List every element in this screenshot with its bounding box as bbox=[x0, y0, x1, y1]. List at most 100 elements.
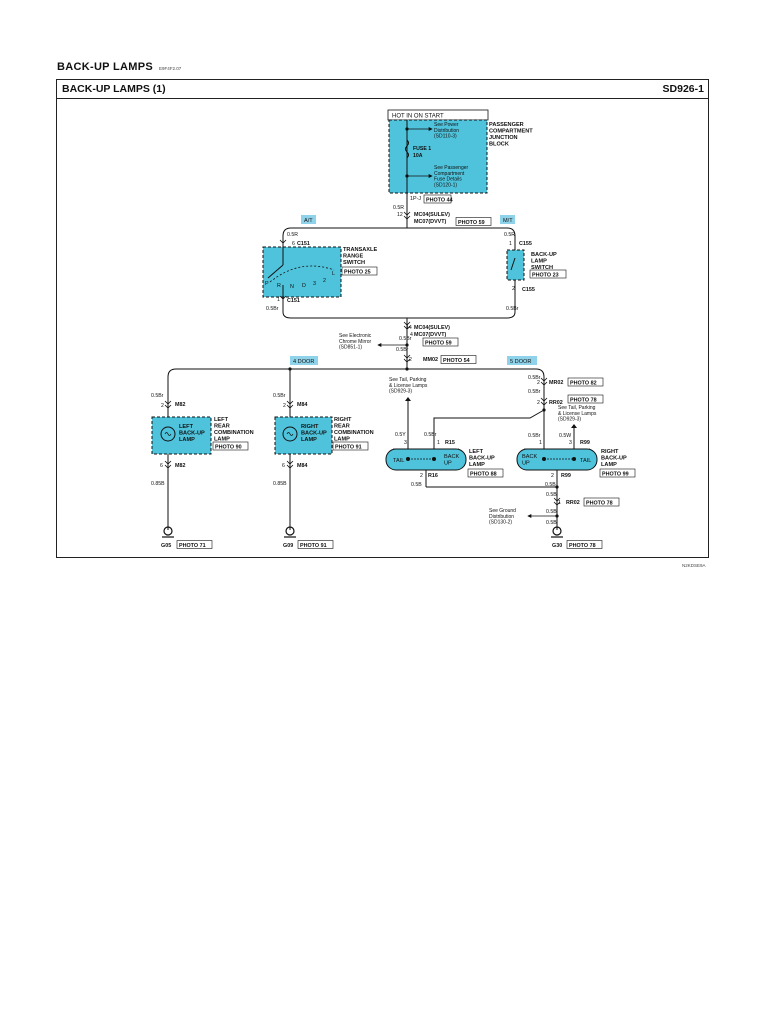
backup-switch-wire-bottom: 0.5Br bbox=[506, 306, 519, 312]
transaxle-wire-bottom: 0.5Br bbox=[266, 306, 279, 312]
fuse-rating: 10A bbox=[413, 153, 423, 159]
svg-text:2: 2 bbox=[323, 278, 326, 284]
svg-text:D: D bbox=[302, 283, 306, 289]
diagram-title: BACK-UP LAMPS (1) bbox=[62, 83, 166, 95]
wire-0-5r-main: 0.5R bbox=[393, 205, 404, 211]
left-lamp-pin-bottom: 2 bbox=[420, 473, 423, 479]
left-lamp-wire-b: 0.5Br bbox=[424, 432, 437, 438]
rr02-wire: 0.5Br bbox=[528, 389, 541, 395]
transaxle-positions: P R N D 3 2 L bbox=[265, 271, 335, 290]
pin-14: 14 bbox=[406, 325, 412, 331]
ground-g05: G05 bbox=[161, 543, 171, 549]
fuse-label: FUSE 1 bbox=[413, 146, 431, 152]
ground-g09-icon bbox=[284, 526, 296, 538]
lower-wire-1: 0.5Br bbox=[399, 336, 412, 342]
photo-mr02: PHOTO 82 bbox=[570, 381, 597, 387]
backup-switch-pin-bottom: 2 bbox=[512, 286, 515, 292]
right-lamp-wire-bottom: 0.5B bbox=[545, 482, 556, 488]
left-lamp-conn-top: R15 bbox=[445, 440, 455, 446]
rr02b-wire: 0.5B bbox=[546, 492, 557, 498]
left-lamp-pin-b: 1 bbox=[437, 440, 440, 446]
photo-rr02b: PHOTO 78 bbox=[586, 501, 613, 507]
photo-right-rear: PHOTO 91 bbox=[335, 445, 362, 451]
tag-mt-box bbox=[500, 215, 515, 224]
footer-code: N2KDSE9A bbox=[682, 563, 706, 568]
mc04-label: MC04(SULEV) bbox=[414, 212, 450, 218]
left-rear-wire-top: 0.5Br bbox=[151, 393, 164, 399]
right-lamp-tail: TAIL bbox=[580, 458, 591, 464]
backup-switch-connector-bottom: C155 bbox=[522, 287, 535, 293]
lower-wire-2: 0.5Br bbox=[396, 347, 409, 353]
ground-g30: G30 bbox=[552, 543, 562, 549]
right-lamp-conn-bottom: R99 bbox=[561, 473, 571, 479]
svg-text:See Tail, Parking& License Lam: See Tail, Parking& License Lamps(SD929-3… bbox=[558, 405, 597, 423]
photo-backup-switch: PHOTO 23 bbox=[532, 273, 559, 279]
backup-switch-wire-top: 0.5R bbox=[504, 232, 515, 238]
right-lamp-conn-top: R99 bbox=[580, 440, 590, 446]
photo-mc-lower: PHOTO 59 bbox=[425, 341, 452, 347]
hot-label: HOT IN ON START bbox=[392, 114, 444, 120]
tag-5door-box bbox=[507, 356, 537, 365]
left-rear-wire-bottom: 0.85B bbox=[151, 481, 165, 487]
transaxle-contact bbox=[267, 264, 284, 279]
photo-right-backup: PHOTO 99 bbox=[602, 472, 629, 478]
photo-g09: PHOTO 91 bbox=[300, 543, 327, 549]
photo-g05: PHOTO 71 bbox=[179, 543, 206, 549]
junction-connector: 1P-J bbox=[410, 196, 421, 202]
right-lamp-wire-b: 0.5W bbox=[559, 433, 571, 439]
right-lamp-bulb-icon bbox=[282, 426, 298, 442]
split-wire bbox=[282, 227, 516, 250]
photo-rr02: PHOTO 78 bbox=[570, 398, 597, 404]
right-rear-conn-top: M84 bbox=[297, 402, 308, 408]
photo-jb: PHOTO 44 bbox=[426, 198, 453, 204]
svg-text:P: P bbox=[265, 281, 269, 287]
see-tail-right: See Tail, Parking& License Lamps(SD929-3… bbox=[558, 405, 597, 423]
rr02-label: RR02 bbox=[549, 400, 563, 406]
photo-g30: PHOTO 78 bbox=[569, 543, 596, 549]
section-title: BACK-UP LAMPS bbox=[57, 61, 153, 73]
left-lamp-conn-bottom: R16 bbox=[428, 473, 438, 479]
ground-wire-2: 0.5B bbox=[546, 520, 557, 526]
svg-text:3: 3 bbox=[313, 281, 316, 287]
tag-4door: 4 DOOR bbox=[293, 359, 314, 365]
right-lamp-pin-bottom: 2 bbox=[551, 473, 554, 479]
right-rear-pin-top: 2 bbox=[283, 403, 286, 409]
rr02-pin: 2 bbox=[537, 400, 540, 406]
mm02-label: MM02 bbox=[423, 357, 438, 363]
backup-switch-connector-top: C155 bbox=[519, 241, 532, 247]
feed-left-lamp bbox=[433, 409, 545, 460]
mr02-wire: 0.5Br bbox=[528, 375, 541, 381]
backup-switch-box bbox=[506, 249, 525, 281]
pin-12: 12 bbox=[397, 212, 403, 218]
svg-text:L: L bbox=[332, 271, 335, 277]
photo-left-backup: PHOTO 88 bbox=[470, 472, 497, 478]
left-rear-pin-top: 2 bbox=[161, 403, 164, 409]
right-lamp-pin-b: 3 bbox=[569, 440, 572, 446]
mm02-pin: 2 bbox=[409, 357, 412, 363]
page-number: SD926-1 bbox=[662, 83, 704, 95]
mr02-pin: 2 bbox=[537, 380, 540, 386]
ground-wire-1: 0.5B bbox=[546, 509, 557, 515]
tag-mt: M/T bbox=[503, 218, 513, 224]
left-lamp-pin-a: 3 bbox=[404, 440, 407, 446]
tag-at: A/T bbox=[304, 218, 313, 224]
connector-glyph-mc bbox=[403, 211, 411, 220]
ground-g09: G09 bbox=[283, 543, 293, 549]
svg-text:See Tail, Parking& License Lam: See Tail, Parking& License Lamps(SD929-3… bbox=[389, 377, 428, 395]
